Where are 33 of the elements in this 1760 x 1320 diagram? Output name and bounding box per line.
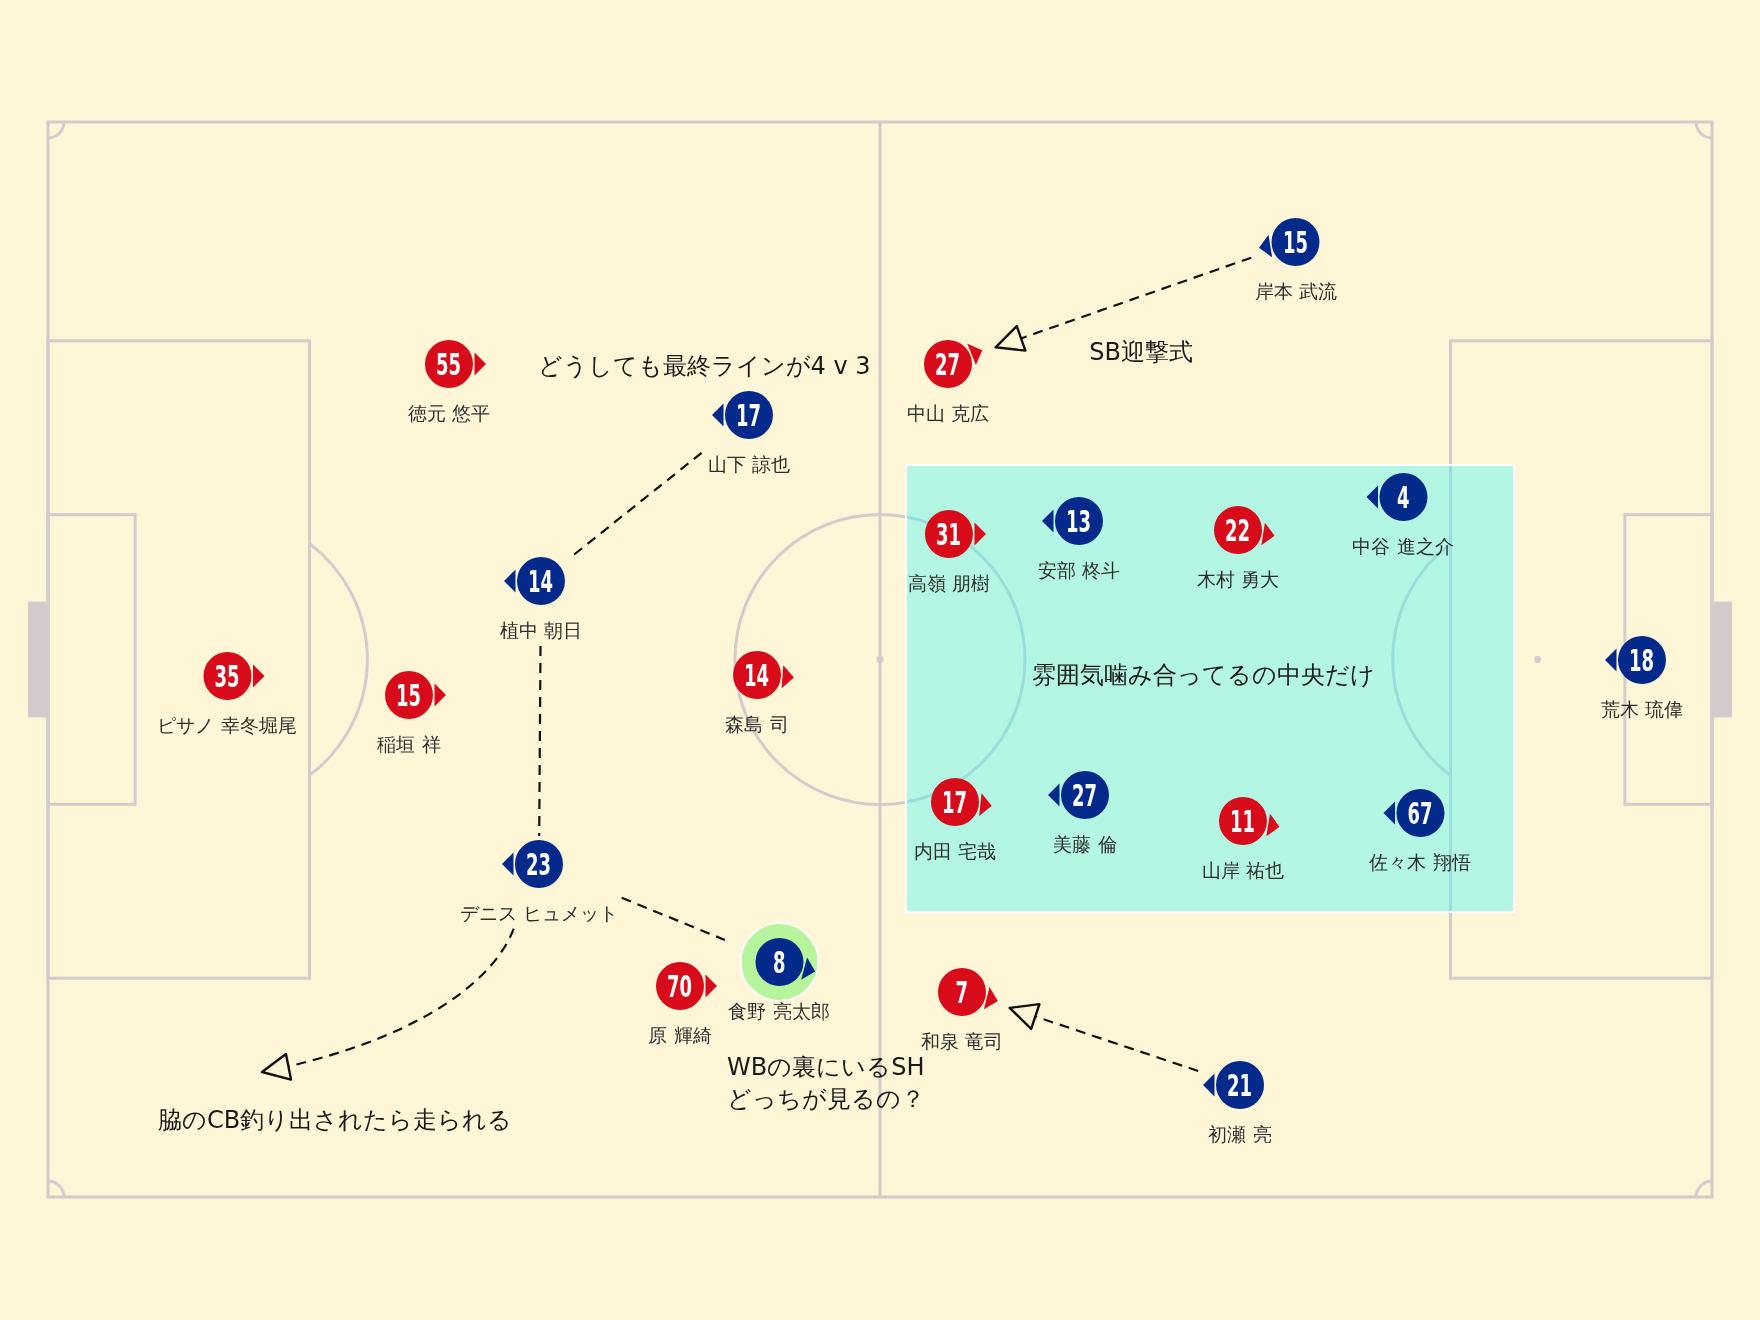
shaded-zone	[905, 464, 1515, 913]
dashed-line	[538, 646, 542, 836]
dashed-arrow	[260, 928, 515, 1081]
player-name: 山岸 祐也	[1202, 858, 1284, 882]
player-name: ピサノ 幸冬堀尾	[157, 713, 297, 737]
note-text: 脇のCB釣り出されたら走られる	[157, 1105, 513, 1136]
player-name: 徳元 悠平	[408, 401, 490, 425]
player-name: デニス ヒュメット	[460, 901, 618, 925]
player-name: 和泉 竜司	[921, 1029, 1003, 1053]
player-name: 食野 亮太郎	[728, 999, 830, 1023]
player-name: 安部 柊斗	[1038, 558, 1120, 582]
player-name: 木村 勇大	[1197, 567, 1279, 591]
player-name: 岸本 武流	[1255, 279, 1337, 303]
player-name: 佐々木 翔悟	[1369, 850, 1471, 874]
player-name: 中谷 進之介	[1352, 534, 1454, 558]
player-name: 高嶺 朋樹	[908, 571, 990, 595]
player-name: 森島 司	[725, 712, 789, 736]
player-name: 原 輝綺	[648, 1023, 712, 1047]
player-name: 内田 宅哉	[914, 839, 996, 863]
player-name: 山下 諒也	[708, 452, 790, 476]
player-name: 中山 克広	[907, 401, 989, 425]
player-name: 植中 朝日	[500, 618, 582, 642]
player-name: 初瀬 亮	[1208, 1122, 1272, 1146]
note-text: どうしても最終ラインが4 v 3	[537, 351, 871, 382]
zone-note: 雰囲気噛み合ってるの中央だけ	[1031, 660, 1375, 691]
dashed-arrow	[994, 256, 1252, 352]
dashed-line	[621, 896, 726, 941]
note-text: WBの裏にいるSHどっちが見るの？	[727, 1052, 926, 1115]
player-name: 荒木 琉偉	[1601, 697, 1683, 721]
player-name: 稲垣 祥	[377, 732, 441, 756]
player-name: 美藤 倫	[1053, 832, 1117, 856]
note-text: SB迎撃式	[1089, 337, 1193, 368]
dashed-arrow	[1008, 1002, 1199, 1073]
